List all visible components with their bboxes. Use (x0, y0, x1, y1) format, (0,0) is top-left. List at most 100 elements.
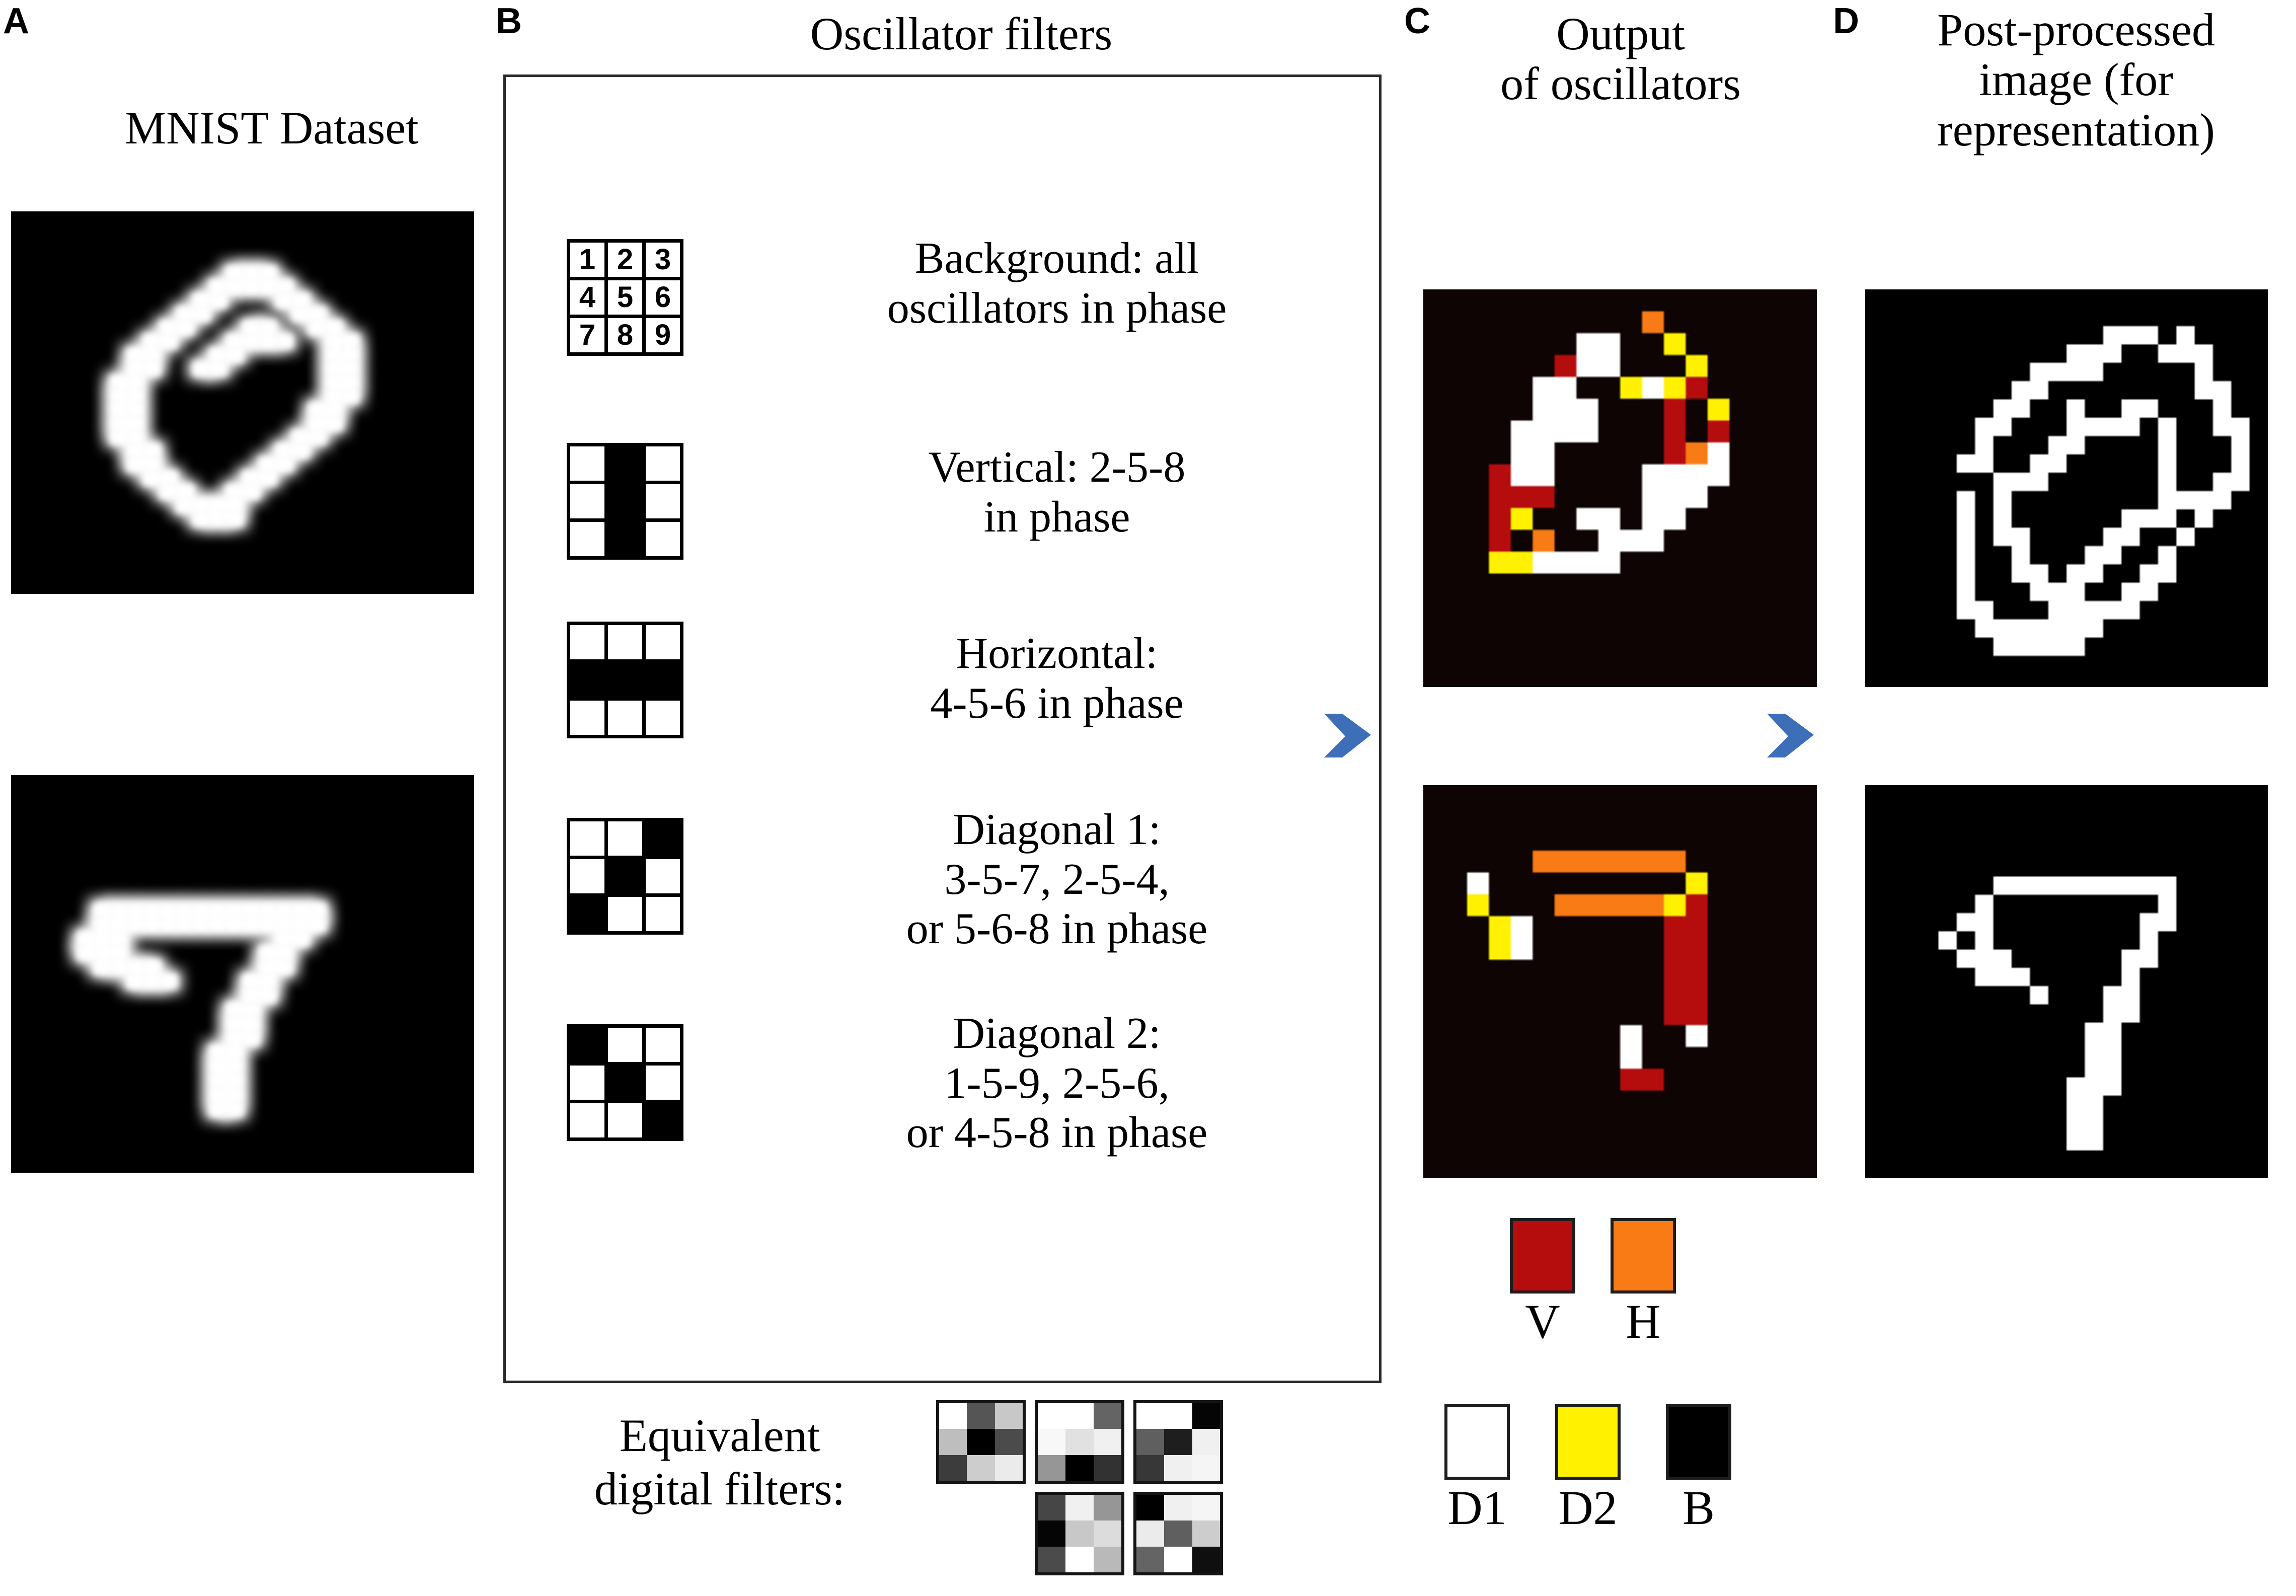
eq-cell-8 (1065, 1546, 1094, 1572)
filter-label-diagonal-1: Diagonal 1:3-5-7, 2-5-4,or 5-6-8 in phas… (906, 805, 1208, 954)
eq-cell-3 (994, 1403, 1023, 1429)
filter-cell-2 (608, 821, 642, 856)
legend-item-vertical: V (1510, 1218, 1575, 1347)
eq-cell-9 (1093, 1546, 1121, 1572)
eq-cell-7 (1136, 1546, 1165, 1572)
panel-b-title: Oscillator filters (810, 8, 1113, 59)
arrow-c-to-d (1741, 697, 1817, 773)
eq-cell-5 (1065, 1521, 1094, 1547)
filter-cell-2 (608, 446, 642, 481)
filter-grid-diagonal-2 (567, 1024, 683, 1141)
eq-cell-6 (1093, 1521, 1121, 1547)
legend-swatch-horizontal (1611, 1218, 1676, 1294)
equivalent-filter-row (936, 1400, 1268, 1484)
filter-cell-1 (570, 625, 604, 659)
panel-a-letter: A (3, 1, 29, 41)
filter-row-horizontal (567, 622, 683, 738)
eq-cell-2 (1164, 1495, 1192, 1521)
filter-label-horizontal: Horizontal:4-5-6 in phase (930, 629, 1184, 728)
panel-a-title: MNIST Dataset (125, 102, 419, 154)
eq-cell-8 (1164, 1455, 1192, 1481)
filter-cell-3: 3 (646, 243, 680, 277)
legend-swatch-vertical (1510, 1218, 1575, 1294)
eq-cell-6 (994, 1429, 1023, 1455)
filter-cell-1 (570, 1028, 604, 1062)
eq-cell-8 (1164, 1546, 1192, 1572)
filter-cell-8: 8 (608, 318, 642, 352)
eq-filter-4 (1035, 1492, 1124, 1575)
legend-swatch-diagonal-1 (1444, 1404, 1510, 1480)
filter-row-diagonal-2 (567, 1024, 683, 1141)
filter-cell-1 (570, 821, 604, 856)
filter-cell-7 (570, 1103, 604, 1137)
eq-cell-1 (1038, 1403, 1066, 1429)
legend-label-background: B (1682, 1481, 1715, 1535)
eq-cell-9 (994, 1455, 1023, 1481)
filter-cell-2 (608, 1028, 642, 1062)
legend-label-horizontal: H (1626, 1295, 1661, 1348)
legend-swatch-diagonal-2 (1555, 1404, 1621, 1480)
filter-cell-2: 2 (608, 243, 642, 277)
filter-cell-4: 4 (570, 280, 604, 315)
filter-cell-3 (646, 1028, 680, 1062)
filter-cell-8 (608, 1103, 642, 1137)
oscillator-output-zero (1423, 289, 1817, 687)
filter-cell-9 (646, 522, 680, 556)
eq-filter-1 (936, 1400, 1026, 1484)
filter-cell-6: 6 (646, 280, 680, 315)
filter-cell-1 (570, 446, 604, 481)
eq-filter-3 (1133, 1400, 1223, 1484)
eq-cell-4 (1136, 1521, 1165, 1547)
eq-cell-3 (1093, 1403, 1121, 1429)
eq-cell-5 (1164, 1429, 1192, 1455)
eq-filter-5 (1133, 1492, 1223, 1575)
eq-cell-4 (1038, 1429, 1066, 1455)
filter-grid-diagonal-1 (567, 818, 683, 935)
filter-cell-6 (646, 663, 680, 697)
filter-cell-4 (570, 1066, 604, 1100)
filter-cell-9 (646, 897, 680, 931)
legend-item-horizontal: H (1611, 1218, 1676, 1347)
filter-cell-7 (570, 897, 604, 931)
filter-cell-9 (646, 701, 680, 735)
filter-cell-4 (570, 663, 604, 697)
eq-cell-4 (939, 1429, 967, 1455)
filter-cell-4 (570, 484, 604, 518)
filter-grid-vertical (567, 443, 683, 560)
eq-filter-2 (1035, 1400, 1124, 1484)
eq-cell-3 (1192, 1403, 1220, 1429)
filter-cell-5 (608, 484, 642, 518)
filter-cell-7 (570, 522, 604, 556)
legend-item-diagonal-2: D2 (1555, 1404, 1621, 1534)
filter-cell-8 (608, 701, 642, 735)
oscillator-output-seven (1423, 785, 1817, 1178)
filter-cell-5 (608, 663, 642, 697)
eq-cell-2 (1065, 1403, 1094, 1429)
filter-cell-5: 5 (608, 280, 642, 315)
filter-cell-7 (570, 701, 604, 735)
filter-row-diagonal-1 (567, 818, 683, 935)
eq-cell-7 (1038, 1546, 1066, 1572)
eq-cell-1 (1038, 1495, 1066, 1521)
filter-cell-6 (646, 859, 680, 893)
filter-cell-5 (608, 1066, 642, 1100)
eq-cell-4 (1038, 1521, 1066, 1547)
mnist-image-zero (11, 211, 474, 594)
panel-b-letter: B (496, 1, 522, 41)
equivalent-digital-filters-grids (936, 1400, 1268, 1583)
eq-cell-1 (939, 1403, 967, 1429)
filter-row-vertical (567, 443, 683, 560)
panel-c-letter: C (1404, 1, 1430, 41)
eq-cell-3 (1192, 1495, 1220, 1521)
filter-cell-8 (608, 522, 642, 556)
eq-cell-9 (1093, 1455, 1121, 1481)
filter-cell-3 (646, 446, 680, 481)
legend-label-diagonal-1: D1 (1447, 1481, 1507, 1535)
legend-item-background: B (1666, 1404, 1731, 1534)
